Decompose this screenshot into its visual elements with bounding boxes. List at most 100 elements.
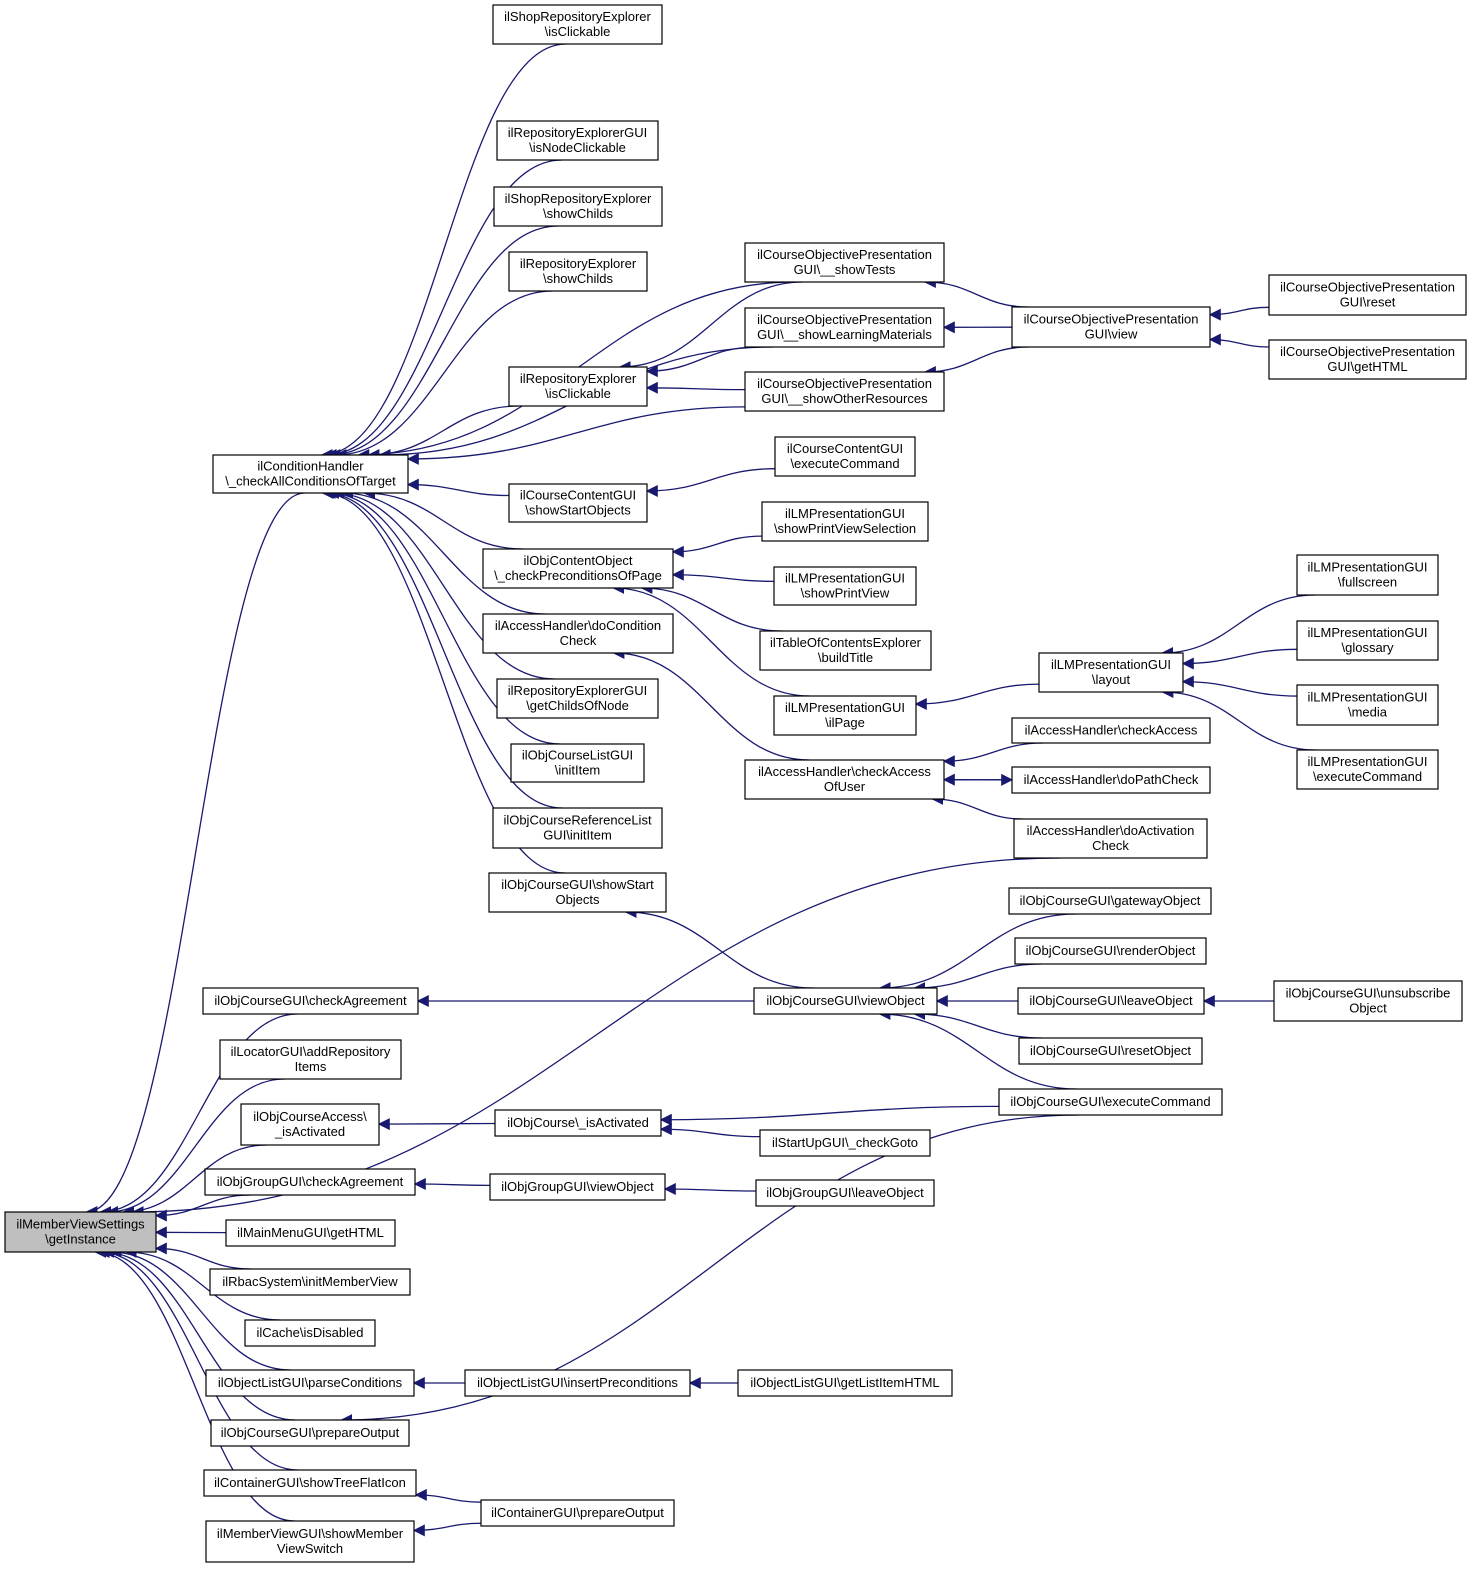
node-contTreeFlat[interactable]: ilContainerGUI\showTreeFlatIcon [203,1469,417,1497]
node-lmMedia[interactable]: ilLMPresentationGUI\media [1296,684,1439,726]
node-groupViewObj[interactable]: ilObjGroupGUI\viewObject [489,1173,666,1201]
node-label-line: ilObjCourseGUI\renderObject [1026,943,1196,958]
node-box [1018,1037,1203,1065]
node-label-line: ilAccessHandler\doCondition [495,618,661,633]
node-tocBuild[interactable]: ilTableOfContentsExplorer\buildTitle [759,630,932,671]
node-box [773,566,917,606]
node-cond[interactable]: ilConditionHandler\_checkAllConditionsOf… [212,454,409,494]
node-label-line: ilAccessHandler\doActivation [1027,823,1195,838]
node-coursePrepOut[interactable]: ilObjCourseGUI\prepareOutput [210,1419,410,1447]
node-label-line: ilRepositoryExplorerGUI [508,683,647,698]
node-lmLayout[interactable]: ilLMPresentationGUI\layout [1038,652,1184,693]
node-label-line: \glossary [1341,640,1394,655]
node-box [737,1369,953,1397]
node-box [1296,684,1439,726]
edge-courseRender-to-courseViewObj [913,963,1042,994]
node-label-line: GUI\__showOtherResources [761,391,928,406]
node-accPath[interactable]: ilAccessHandler\doPathCheck [1011,766,1211,794]
node-courseReset[interactable]: ilObjCourseGUI\resetObject [1018,1037,1203,1065]
node-courseExec[interactable]: ilObjCourseGUI\executeCommand [998,1088,1223,1116]
node-repShow[interactable]: ilRepositoryExplorer\showChilds [508,251,648,292]
edge-courseIsAct-to-courseAccessAct [377,1118,496,1131]
node-ccExec[interactable]: ilCourseContentGUI\executeCommand [774,436,916,477]
edge-ccExec-to-ccShowStart [645,468,776,497]
node-accCheckAccess[interactable]: ilAccessHandler\checkAccess [1011,717,1211,744]
node-ccShowStart[interactable]: ilCourseContentGUI\showStartObjects [508,483,648,523]
node-label-line: ilObjGroupGUI\leaveObject [766,1185,924,1200]
node-root[interactable]: ilMemberViewSettings\getInstance [4,1211,157,1253]
node-startupGoto[interactable]: ilStartUpGUI\_checkGoto [759,1129,931,1157]
node-shopRepShow[interactable]: ilShopRepositoryExplorer\showChilds [493,186,663,227]
node-courseShowStart[interactable]: ilObjCourseGUI\showStartObjects [488,872,667,913]
node-label-line: ilCourseObjectivePresentation [757,247,932,262]
node-copShowLM[interactable]: ilCourseObjectivePresentationGUI\__showL… [744,307,945,348]
node-olGetListItem[interactable]: ilObjectListGUI\getListItemHTML [737,1369,953,1397]
node-lmPrintView[interactable]: ilLMPresentationGUI\showPrintView [773,566,917,606]
node-olInsertPre[interactable]: ilObjectListGUI\insertPreconditions [464,1369,691,1397]
node-label-line: ilRepositoryExplorer [520,256,637,271]
node-cacheDisabled[interactable]: ilCache\isDisabled [244,1319,376,1347]
node-label-line: \isClickable [545,386,611,401]
node-courseViewObj[interactable]: ilObjCourseGUI\viewObject [753,987,938,1015]
node-label-line: ilLMPresentationGUI [1308,690,1428,705]
node-lmPrintSel[interactable]: ilLMPresentationGUI\showPrintViewSelecti… [761,501,929,542]
node-box [1296,749,1439,790]
node-lmGloss[interactable]: ilLMPresentationGUI\glossary [1296,620,1439,661]
edge-repShow-to-cond [334,290,553,461]
node-lmExec[interactable]: ilLMPresentationGUI\executeCommand [1296,749,1439,790]
node-box [205,1520,415,1563]
node-box [753,987,938,1015]
node-label-line: Check [560,633,597,648]
node-label-line: ilLMPresentationGUI [785,700,905,715]
node-lmPage[interactable]: ilLMPresentationGUI\ilPage [773,695,917,736]
node-box [759,1129,931,1157]
node-box [744,759,945,800]
node-courseCheckAgree[interactable]: ilObjCourseGUI\checkAgreement [202,987,419,1015]
node-olParseCond[interactable]: ilObjectListGUI\parseConditions [205,1369,415,1397]
node-repClick[interactable]: ilRepositoryExplorer\isClickable [508,366,648,407]
node-lmFull[interactable]: ilLMPresentationGUI\fullscreen [1296,554,1439,596]
node-copShowTests[interactable]: ilCourseObjectivePresentationGUI\__showT… [744,242,945,283]
node-courseGateway[interactable]: ilObjCourseGUI\gatewayObject [1008,887,1212,915]
node-courseListInit[interactable]: ilObjCourseListGUI\initItem [510,743,645,783]
node-label-line: ilObjContentObject [523,553,632,568]
node-copShowOther[interactable]: ilCourseObjectivePresentationGUI\__showO… [744,371,945,412]
node-courseAccessAct[interactable]: ilObjCourseAccess\_isActivated [240,1103,380,1146]
node-mainMenuHTML[interactable]: ilMainMenuGUI\getHTML [225,1219,396,1247]
edge-accActivation-to-accCheckUser [931,793,1023,820]
node-objContent[interactable]: ilObjContentObject\_checkPreconditionsOf… [482,548,674,589]
node-box [744,242,945,283]
node-groupCheckAgree[interactable]: ilObjGroupGUI\checkAgreement [204,1168,416,1196]
node-label-line: ilObjCourseGUI\executeCommand [1010,1094,1210,1109]
node-label-line: ilObjCourseGUI\gatewayObject [1020,893,1201,908]
node-courseLeave[interactable]: ilObjCourseGUI\leaveObject [1017,987,1205,1015]
node-repGuiNodeClick[interactable]: ilRepositoryExplorerGUI\isNodeClickable [496,120,659,161]
node-rbacInit[interactable]: ilRbacSystem\initMemberView [209,1268,411,1296]
edge-groupCheckAgree-to-root [154,1194,251,1222]
node-courseRender[interactable]: ilObjCourseGUI\renderObject [1014,937,1207,965]
node-contPrepOut[interactable]: ilContainerGUI\prepareOutput [480,1499,675,1527]
node-courseIsAct[interactable]: ilObjCourse\_isActivated [494,1109,662,1137]
node-repGuiChilds[interactable]: ilRepositoryExplorerGUI\getChildsOfNode [496,678,659,719]
node-box [755,1179,935,1207]
node-label-line: ilCourseObjectivePresentation [1024,312,1199,327]
node-box [488,872,667,913]
node-groupLeave[interactable]: ilObjGroupGUI\leaveObject [755,1179,935,1207]
edge-copShowOther-to-repClick [645,381,746,394]
node-shopRepClick[interactable]: ilShopRepositoryExplorer\isClickable [492,4,663,45]
edge-repClick-to-cond [367,405,519,461]
node-box [210,1419,410,1447]
node-label-line: ilConditionHandler [257,459,364,474]
edge-locatorAdd-to-root [105,1078,285,1218]
edge-lmExec-to-lmLayout [1161,686,1316,751]
